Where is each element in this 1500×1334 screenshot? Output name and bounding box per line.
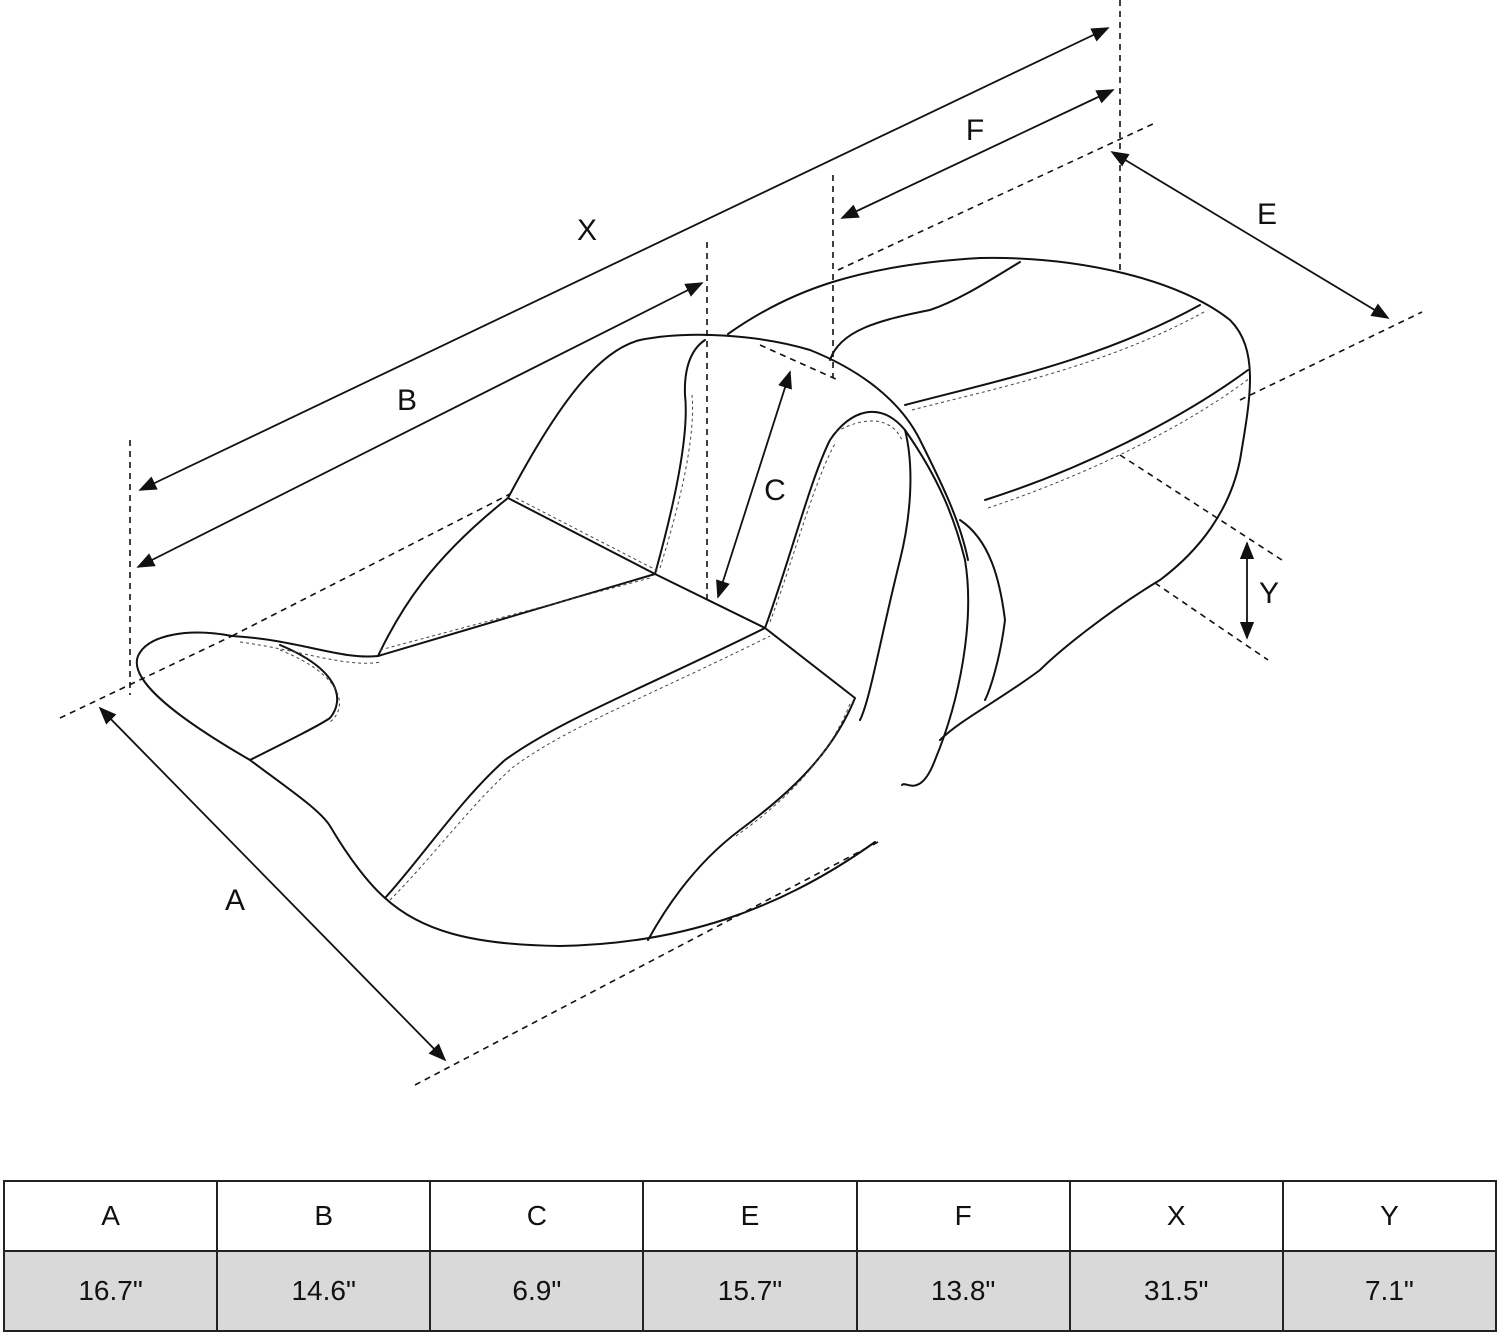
label-f: F: [966, 114, 984, 147]
table-value-cell: 31.5": [1068, 1250, 1284, 1332]
label-y: Y: [1259, 577, 1279, 610]
label-e: E: [1257, 198, 1277, 231]
table-header-row: A B C E F X Y: [2, 1180, 1498, 1252]
table-header-cell: B: [216, 1180, 432, 1252]
label-x: X: [577, 214, 597, 247]
seat-drawing: [135, 256, 1251, 947]
table-value-cell: 14.6": [216, 1250, 432, 1332]
guide-lines: [59, 0, 1423, 1086]
table-header-cell: A: [2, 1180, 219, 1252]
table-header-cell: C: [429, 1180, 645, 1252]
table-value-cell: 6.9": [429, 1250, 645, 1332]
arrow-e: [1110, 151, 1390, 319]
table-value-cell: 16.7": [2, 1250, 219, 1332]
label-a: A: [225, 884, 245, 917]
arrow-c: [716, 370, 792, 599]
label-b: B: [397, 384, 417, 417]
table-header-cell: E: [642, 1180, 858, 1252]
arrow-b: [136, 282, 704, 568]
arrow-a: [98, 706, 447, 1062]
table-value-cell: 13.8": [855, 1250, 1071, 1332]
table-header-cell: F: [855, 1180, 1071, 1252]
seat-dimension-diagram: X B C A F E Y: [59, 0, 1423, 1086]
table-header-cell: Y: [1281, 1180, 1498, 1252]
arrow-f: [840, 89, 1115, 219]
table-row: 16.7" 14.6" 6.9" 15.7" 13.8" 31.5" 7.1": [2, 1250, 1498, 1332]
table-value-cell: 15.7": [642, 1250, 858, 1332]
table-header-cell: X: [1068, 1180, 1284, 1252]
label-c: C: [764, 474, 786, 507]
dimension-arrows: [98, 27, 1390, 1062]
dimension-table: A B C E F X Y 16.7" 14.6" 6.9" 15.7" 13.…: [2, 1180, 1498, 1332]
table-value-cell: 7.1": [1281, 1250, 1498, 1332]
